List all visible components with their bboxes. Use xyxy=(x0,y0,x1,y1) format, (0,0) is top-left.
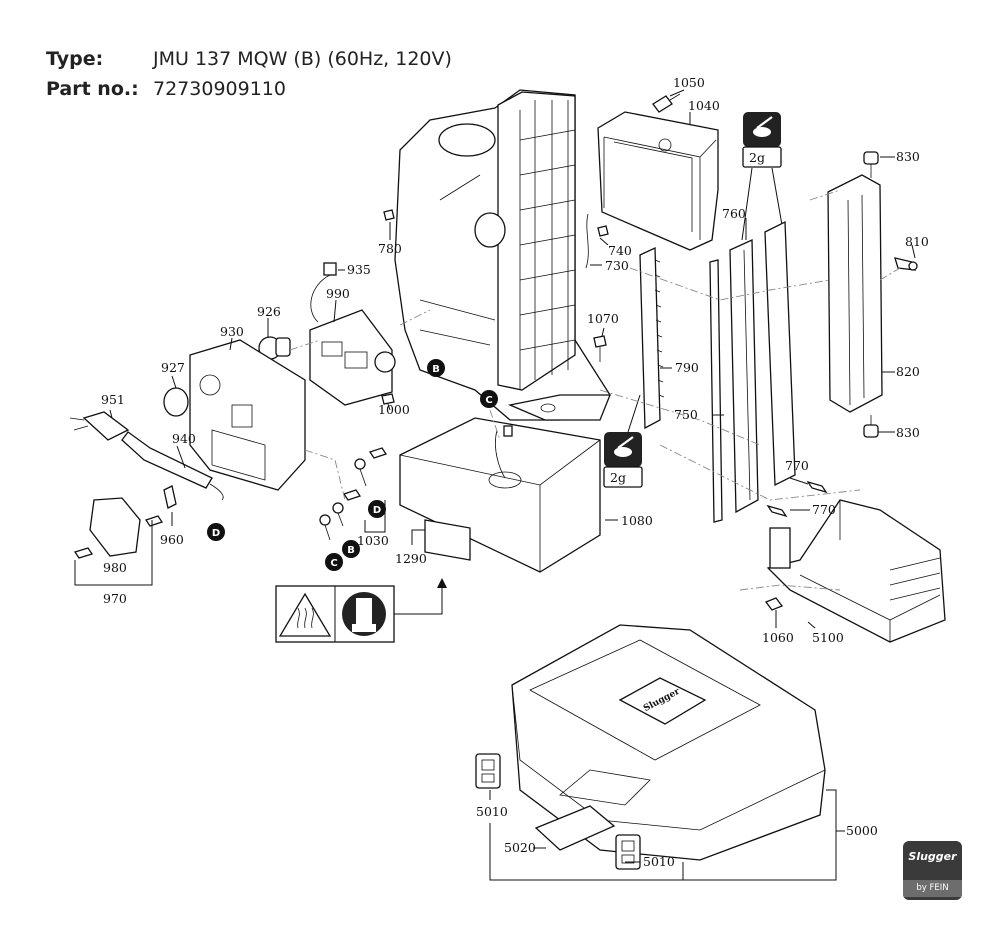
reference-marker-c: C xyxy=(325,553,343,571)
callout-930: 930 xyxy=(220,324,244,339)
callout-5010: 5010 xyxy=(476,804,508,819)
part-1000-screw xyxy=(381,393,395,405)
callout-5100: 5100 xyxy=(812,630,844,645)
callout-1040: 1040 xyxy=(688,98,720,113)
callout-760: 760 xyxy=(722,206,746,221)
callout-1000: 1000 xyxy=(378,402,410,417)
callout-960: 960 xyxy=(160,532,184,547)
reference-marker-d: D xyxy=(368,500,386,518)
part-790-rack xyxy=(639,246,665,430)
part-940-cable xyxy=(121,431,224,501)
part-1070-screw xyxy=(593,335,607,362)
part-935-cable xyxy=(310,262,337,323)
callout-830: 830 xyxy=(896,425,920,440)
callout-770: 770 xyxy=(812,502,836,517)
callout-1070: 1070 xyxy=(587,311,619,326)
part-830-screw-top xyxy=(863,151,879,178)
callout-935: 935 xyxy=(347,262,371,277)
part-1060-screw xyxy=(764,597,784,611)
part-980-cap xyxy=(89,497,141,557)
leader-lines xyxy=(74,89,916,881)
type-line: Type: JMU 137 MQW (B) (60Hz, 120V) xyxy=(46,48,452,70)
slugger-logo: Slugger by FEIN xyxy=(903,841,962,900)
callout-990: 990 xyxy=(326,286,350,301)
grease-label: 2g xyxy=(610,470,626,485)
reference-marker-b: B xyxy=(342,540,360,558)
part-1050-screw xyxy=(652,93,681,113)
part-990-control-board xyxy=(309,309,396,406)
part-951-plug xyxy=(69,411,130,441)
logo-brand: Slugger xyxy=(908,850,957,863)
part-1290-label xyxy=(424,519,471,561)
callout-810: 810 xyxy=(905,234,929,249)
type-value: JMU 137 MQW (B) (60Hz, 120V) xyxy=(153,48,452,70)
callout-1080: 1080 xyxy=(621,513,653,528)
callout-labels: 1050 1040 830 810 820 830 760 740 730 78… xyxy=(101,75,929,869)
part-820-guide xyxy=(827,174,883,413)
callout-5000: 5000 xyxy=(846,823,878,838)
svg-text:D: D xyxy=(373,505,381,516)
part-5100-guard xyxy=(766,499,946,643)
grease-label: 2g xyxy=(749,150,765,165)
part-750-strip xyxy=(709,259,723,523)
grease-icon-bottom: 2g xyxy=(603,432,643,488)
warning-pictogram xyxy=(275,578,447,643)
callout-740: 740 xyxy=(608,243,632,258)
drill-stand-frame xyxy=(394,89,611,421)
part-5010-latch-left xyxy=(475,753,501,789)
part-960-clamp xyxy=(163,485,177,509)
part-760-gib-2 xyxy=(764,220,796,487)
part-1030-lugs xyxy=(319,447,388,541)
svg-text:B: B xyxy=(347,545,355,556)
part-number-line: Part no.: 72730909110 xyxy=(46,78,286,100)
callout-750: 750 xyxy=(674,407,698,422)
part-930-housing xyxy=(189,339,306,491)
assembly-lines xyxy=(289,189,901,591)
callout-1030: 1030 xyxy=(357,533,389,548)
svg-text:C: C xyxy=(330,558,337,569)
reference-marker-b: B xyxy=(427,359,445,377)
part-830-screw-bottom xyxy=(863,415,879,438)
callout-940: 940 xyxy=(172,431,196,446)
callout-1060: 1060 xyxy=(762,630,794,645)
part-1080-magnet-base xyxy=(399,417,601,573)
grease-icon-top: 2g xyxy=(742,112,782,168)
callout-780: 780 xyxy=(378,241,402,256)
callout-927: 927 xyxy=(161,360,185,375)
callout-820: 820 xyxy=(896,364,920,379)
svg-text:C: C xyxy=(485,395,492,406)
callout-1290: 1290 xyxy=(395,551,427,566)
part-810-screw xyxy=(894,257,918,271)
callout-830: 830 xyxy=(896,149,920,164)
part-number-label: Part no.: xyxy=(46,78,139,100)
svg-text:B: B xyxy=(432,364,440,375)
callout-970: 970 xyxy=(103,591,127,606)
callout-951: 951 xyxy=(101,392,125,407)
callout-1050: 1050 xyxy=(673,75,705,90)
logo-sub: by FEIN xyxy=(903,880,962,897)
part-970-screws xyxy=(73,515,164,559)
callout-790: 790 xyxy=(675,360,699,375)
part-927-knob xyxy=(163,387,189,417)
part-5020-insert xyxy=(534,805,616,851)
part-780-nut xyxy=(383,209,395,221)
reference-marker-d: D xyxy=(207,523,225,541)
part-number-value: 72730909110 xyxy=(153,78,286,100)
callout-730: 730 xyxy=(605,258,629,273)
part-760-gib xyxy=(729,239,759,514)
reference-marker-c: C xyxy=(480,390,498,408)
part-1040-cover xyxy=(597,111,719,251)
part-926-switch xyxy=(258,336,291,360)
part-5010-latch-right xyxy=(615,834,641,870)
type-label: Type: xyxy=(46,48,104,70)
callout-5010: 5010 xyxy=(643,854,675,869)
callout-770: 770 xyxy=(785,458,809,473)
part-740-730 xyxy=(585,213,609,269)
callout-980: 980 xyxy=(103,560,127,575)
callout-926: 926 xyxy=(257,304,281,319)
callout-5020: 5020 xyxy=(504,840,536,855)
svg-text:D: D xyxy=(212,528,220,539)
part-770-screws xyxy=(766,480,828,518)
